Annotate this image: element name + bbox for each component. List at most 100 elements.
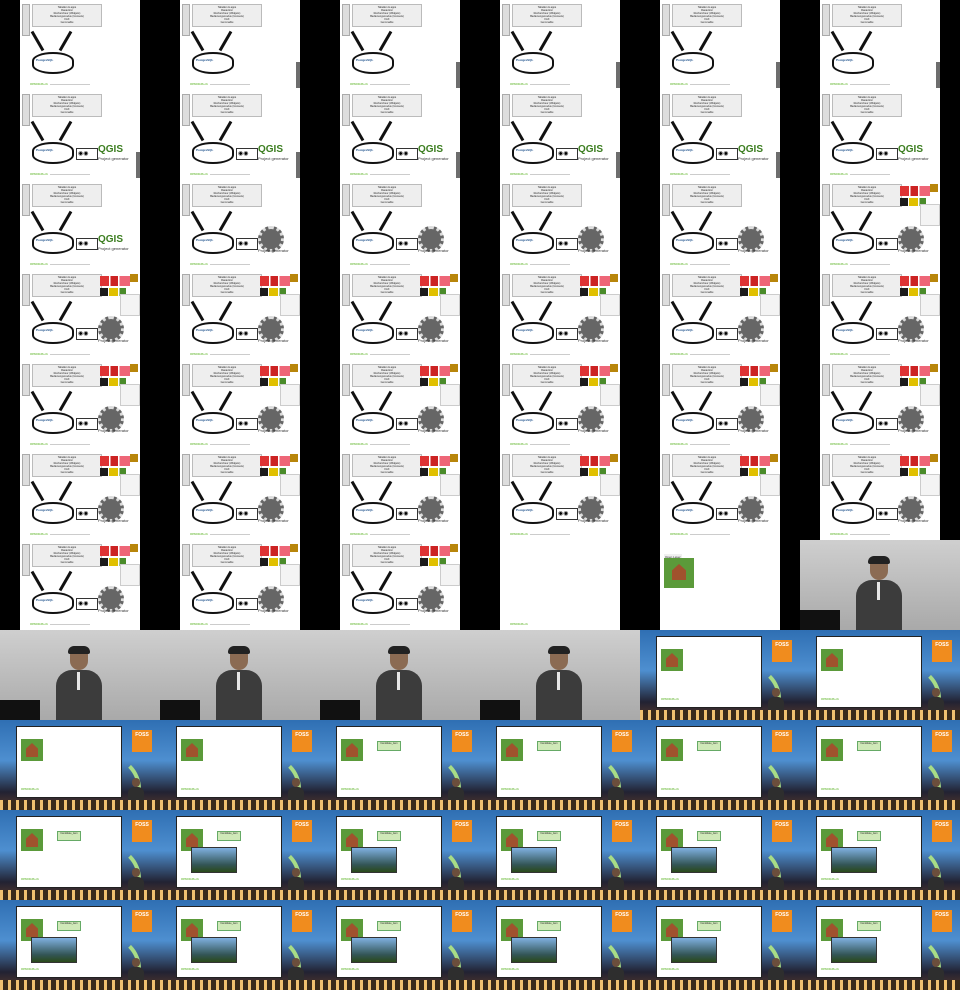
logo-strip-icon (260, 468, 286, 476)
database-icon (32, 412, 74, 434)
frame-thumbnail[interactable] (480, 630, 640, 720)
module-list-item: Gemmablu (700, 21, 714, 25)
logo-strip-icon (580, 378, 606, 386)
arrow-shape (556, 148, 578, 160)
green-ring-decoration (256, 44, 300, 90)
footer-brand: OPENGIS.ch (350, 172, 369, 176)
doghouse-icon (821, 649, 843, 671)
eyes-icon: ◉◉ (78, 241, 89, 247)
antenna-icon (58, 570, 73, 592)
database-icon (512, 502, 554, 524)
footer-brand: OPENGIS.ch (350, 82, 369, 86)
frame-thumbnail[interactable] (320, 630, 480, 720)
antenna-icon (538, 300, 553, 322)
module-list-item: Rechercheur (Widgets) (373, 12, 401, 16)
frame-thumbnail[interactable] (800, 540, 960, 630)
qgis-subtitle: Project generator (738, 248, 769, 253)
footer-brand: OPENGIS.ch (670, 532, 689, 536)
frame-thumbnail[interactable]: Open Layer (640, 540, 800, 630)
module-list-item: FAX (64, 18, 70, 22)
frame-thumbnail[interactable]: OPENGIS.ch (480, 540, 640, 630)
foss-logo-icon: FOSS (132, 730, 152, 752)
qgis-subtitle: Project generator (418, 428, 449, 433)
module-list-item: Rechercheur (Widgets) (53, 192, 81, 196)
note-box: Candidate_item (537, 741, 561, 751)
arrow-shape (236, 418, 258, 430)
footer-brand: OPENGIS.ch (181, 967, 200, 971)
module-list-item: Rechercheur (Widgets) (693, 102, 721, 106)
module-list-item: FAX (704, 378, 710, 382)
frame-thumbnail[interactable] (160, 630, 320, 720)
module-list-item: Rechercheur (Widgets) (693, 192, 721, 196)
module-list-item: Rechercheur (Widgets) (213, 192, 241, 196)
module-list-item: Gemmablu (220, 111, 234, 115)
eyes-icon: ◉◉ (878, 421, 889, 427)
qgis-subtitle: Project generator (418, 156, 449, 161)
frame-thumbnail[interactable] (0, 630, 160, 720)
module-list-item: Gemmablu (220, 381, 234, 385)
